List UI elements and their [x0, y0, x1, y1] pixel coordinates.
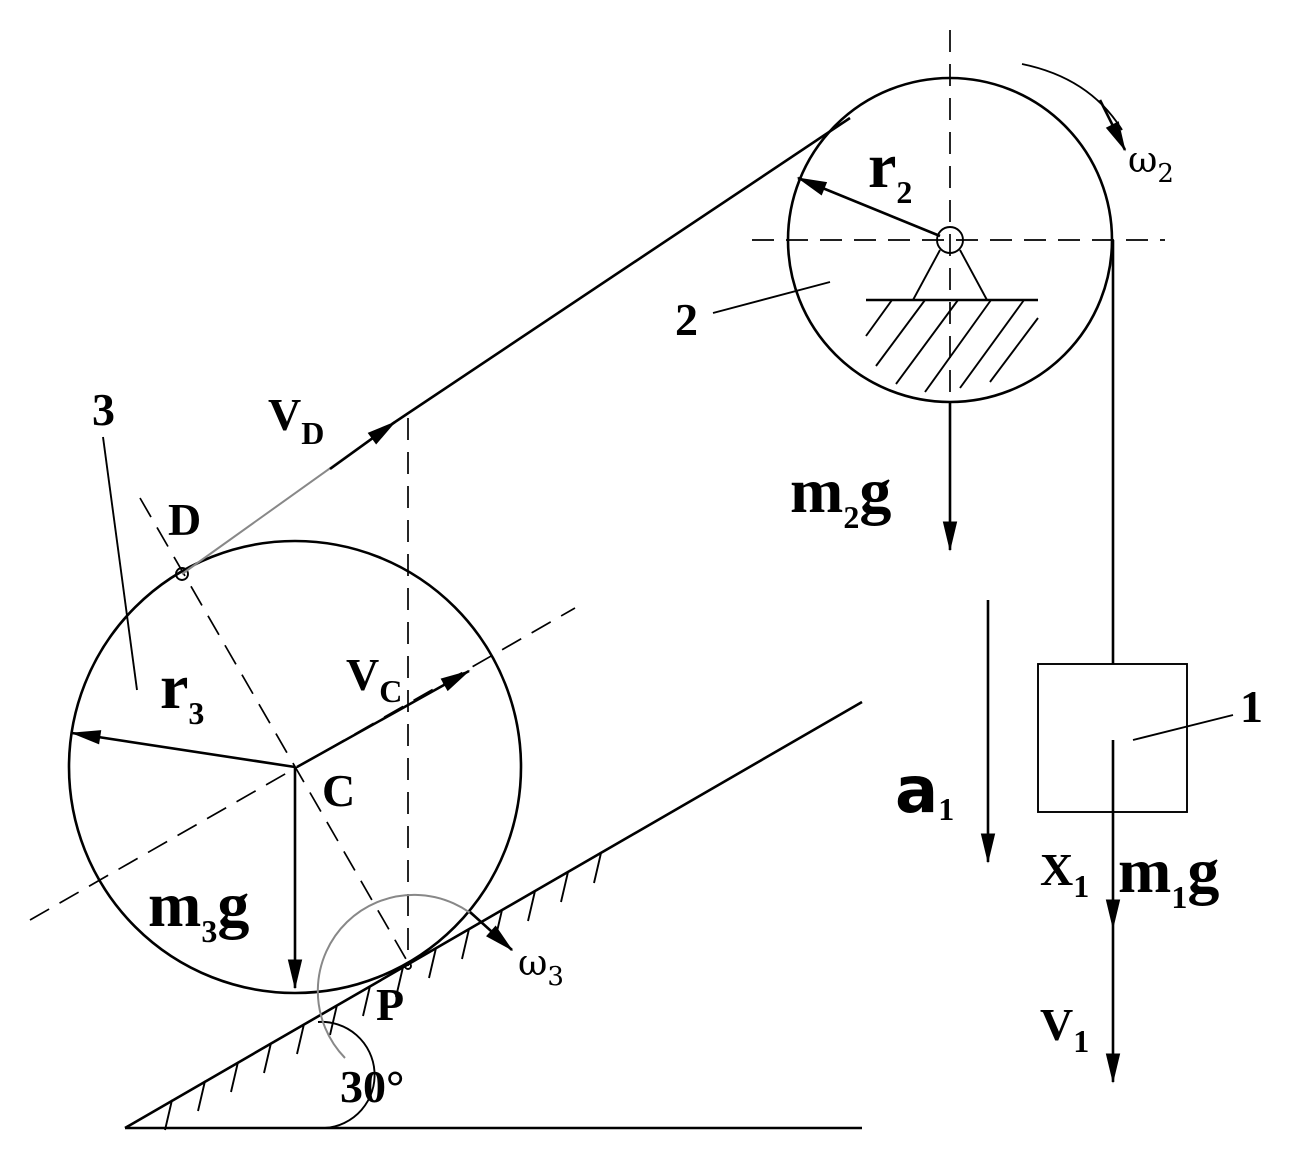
angle-arc	[317, 1020, 376, 1129]
disc-3-diameter-dashed	[139, 497, 411, 967]
leader-body-2	[712, 281, 831, 314]
radius-r2-arrow	[796, 176, 941, 238]
omega2-arrow	[1098, 99, 1127, 152]
disc-3	[67, 539, 523, 995]
omega2-arc	[1021, 63, 1123, 131]
r2-label: r2	[868, 130, 912, 210]
leader-body-1	[1132, 714, 1234, 741]
point-p-marker	[404, 962, 412, 970]
a1-label: a1	[895, 754, 954, 828]
support-hatching	[865, 299, 1039, 393]
omega3-arrow	[469, 911, 514, 952]
x1-label: X1	[1040, 844, 1089, 904]
m3g-label: m3g	[148, 869, 249, 949]
point-c-label: C	[322, 765, 355, 816]
omega3-arc	[316, 893, 484, 1059]
incline-surface	[124, 700, 863, 1130]
v1-label: V1	[1040, 999, 1089, 1059]
vd-label: VD	[268, 389, 324, 451]
vc-label: VC	[346, 649, 402, 709]
body-2-label: 2	[675, 294, 698, 345]
support-left-leg	[912, 249, 941, 301]
point-p-label: P	[376, 979, 404, 1030]
point-d-label: D	[168, 494, 201, 545]
velocity-vd-arrow	[329, 420, 397, 471]
omega3-label: ω3	[518, 943, 564, 992]
leader-body-3	[102, 436, 138, 691]
angle-label: 30°	[340, 1061, 404, 1112]
pulley-pin	[936, 226, 964, 254]
support-right-leg	[959, 249, 988, 301]
string-inclined	[391, 116, 851, 426]
body-1-label: 1	[1240, 681, 1263, 732]
radius-r3-arrow	[70, 730, 296, 769]
m2g-label: m2g	[790, 455, 891, 535]
velocity-vc-arrow	[296, 669, 471, 769]
point-d-marker	[175, 567, 189, 581]
r3-label: r3	[160, 651, 204, 731]
m1g-label: m1g	[1118, 835, 1219, 915]
body-3-label: 3	[92, 384, 115, 435]
omega2-label: ω2	[1128, 140, 1174, 189]
